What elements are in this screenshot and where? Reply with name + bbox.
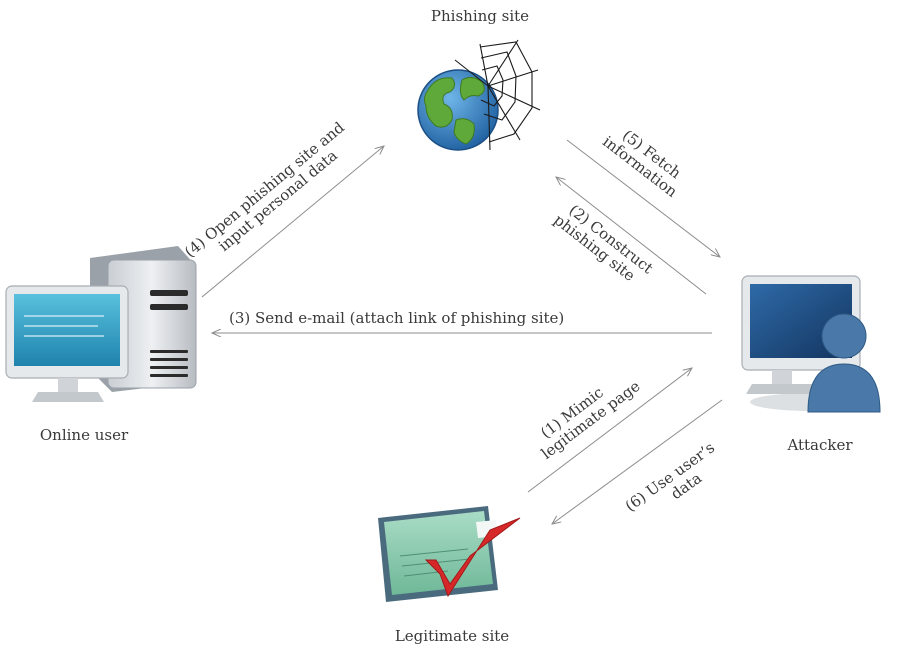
arrow-construct-phishing-site (556, 177, 707, 295)
step-3-label: (3) Send e-mail (attach link of phishing… (229, 309, 564, 327)
svg-text:input personal data: input personal data (215, 146, 341, 255)
attacker-label: Attacker (786, 436, 853, 454)
svg-text:(4) Open phishing site and: (4) Open phishing site and (181, 118, 348, 261)
arrow-fetch-information (566, 139, 720, 257)
certificate-checkmark-icon (378, 506, 521, 602)
arrow-use-users-data (552, 399, 723, 524)
step-6-label: (6) Use user’s data (622, 438, 718, 515)
arrow-mimic-legitimate-page (527, 368, 692, 493)
step-2-label: (2) Construct phishing site (550, 201, 656, 285)
arrow-open-phishing-site (201, 146, 384, 298)
step-5-label: (5) Fetch information (599, 126, 684, 201)
phishing-site-label: Phishing site (431, 7, 529, 25)
online-user-label: Online user (40, 426, 129, 444)
legitimate-site-label: Legitimate site (395, 627, 509, 645)
step-4-label: (4) Open phishing site and input persona… (181, 118, 348, 261)
svg-text:(6) Use user’s: (6) Use user’s (622, 438, 718, 515)
globe-with-spider-web-icon (417, 39, 541, 151)
hacker-computer-icon (741, 275, 881, 413)
desktop-computer-icon (5, 246, 197, 402)
